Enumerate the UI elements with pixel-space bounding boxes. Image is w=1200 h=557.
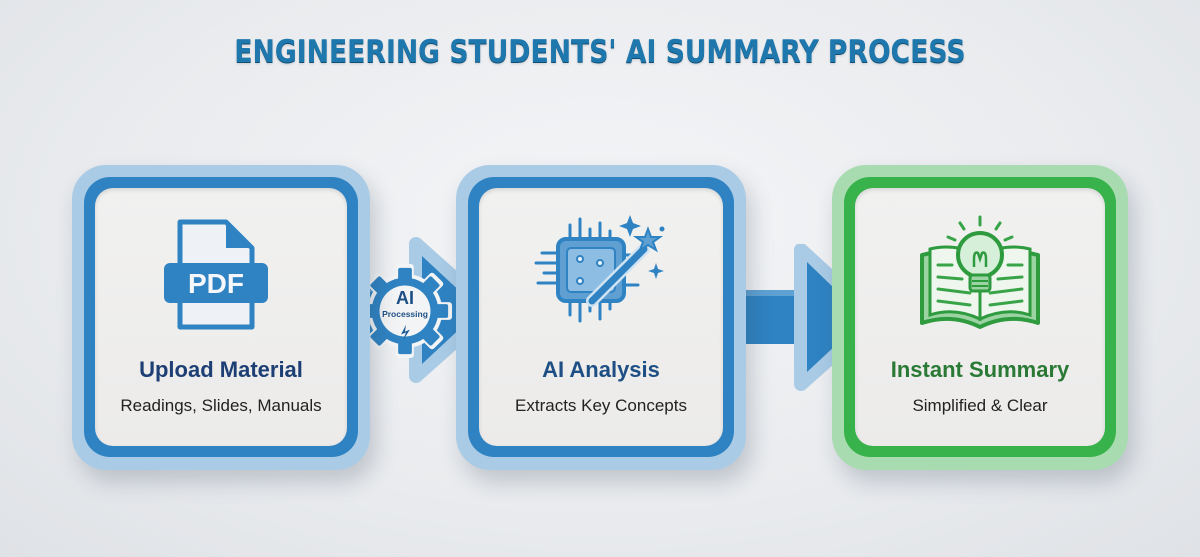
gear-icon [357, 263, 453, 359]
step-card-upload: PDF Upload Material Readings, Slides, Ma… [72, 165, 370, 470]
step-heading: AI Analysis [542, 357, 660, 382]
step-subtitle: Extracts Key Concepts [515, 396, 687, 415]
gear-badge-label-processing: Processing [382, 309, 428, 319]
step-subtitle: Simplified & Clear [912, 396, 1048, 415]
step-heading: Upload Material [139, 357, 303, 382]
chip-magic-wand-icon [534, 215, 665, 323]
book-lightbulb-icon [920, 215, 1040, 329]
pdf-icon-label: PDF [188, 268, 244, 299]
step-card-summary: Instant Summary Simplified & Clear [832, 165, 1128, 470]
step-card-analysis: AI Analysis Extracts Key Concepts [456, 165, 746, 470]
page-title: ENGINEERING STUDENTS' AI SUMMARY PROCESS [234, 34, 966, 70]
gear-badge-label-ai: AI [396, 288, 414, 308]
step-heading: Instant Summary [890, 357, 1070, 382]
step-subtitle: Readings, Slides, Manuals [120, 396, 322, 415]
pdf-file-icon [164, 219, 268, 330]
